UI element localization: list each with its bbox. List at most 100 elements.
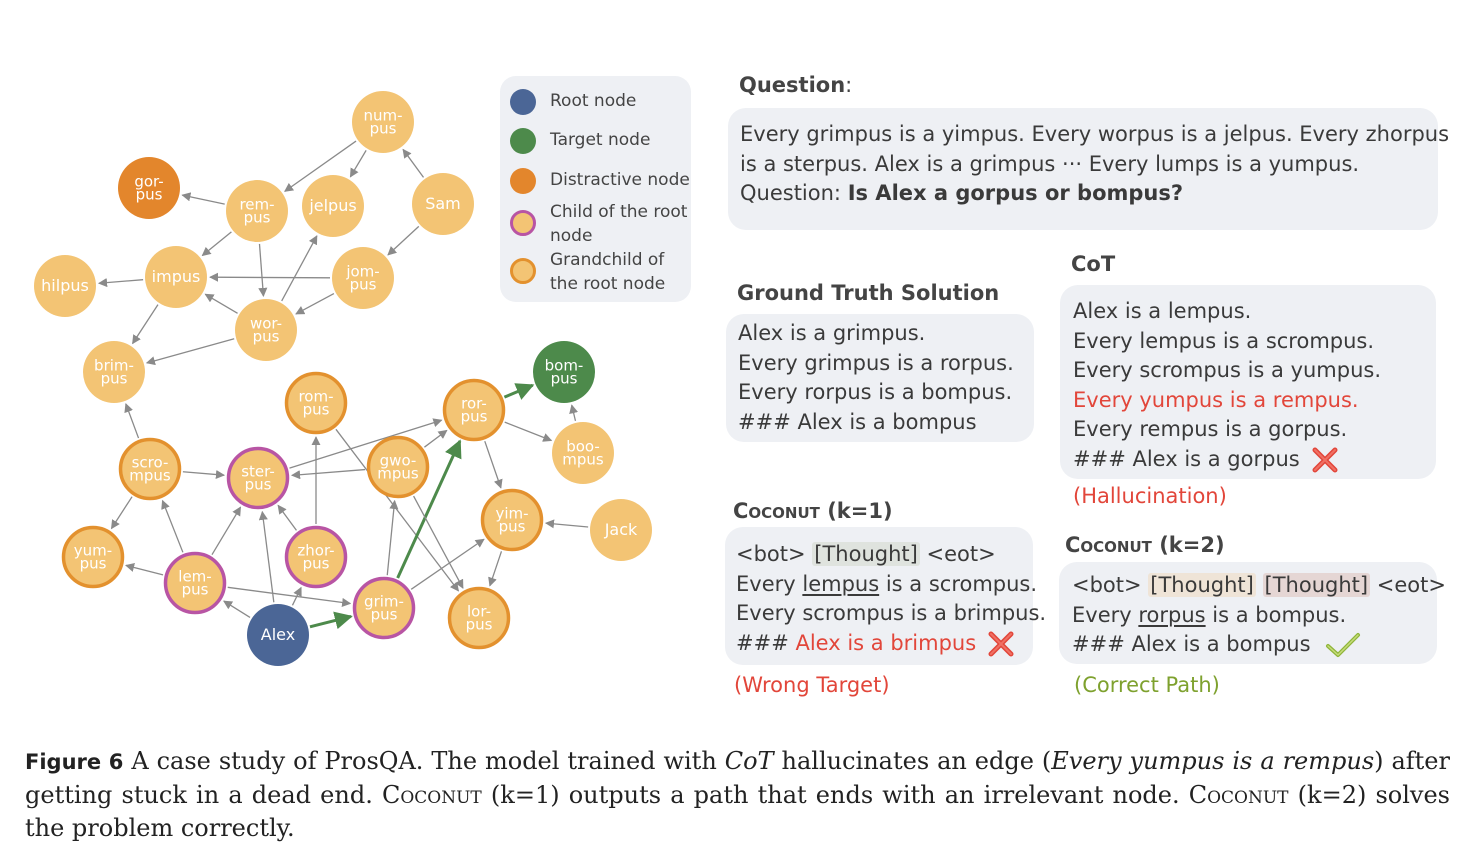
coconut-k2-line: Every rorpus is a bompus. [1072, 602, 1347, 627]
graph-edge [281, 235, 318, 302]
hallucination-note: (Hallucination) [1073, 484, 1227, 508]
graph-node-label: Alex [261, 625, 295, 644]
graph-node-scrompus: scro-mpus [118, 437, 182, 501]
cot-line: Every lempus is a scrompus. [1073, 328, 1375, 353]
wrong-target-note: (Wrong Target) [734, 673, 890, 697]
graph-edge [124, 403, 140, 439]
correct-path-note: (Correct Path) [1074, 673, 1220, 697]
graph-edge [125, 563, 164, 576]
graph-edge [402, 148, 425, 178]
graph-node-alex: Alex [247, 604, 309, 666]
graph-node-impus: impus [145, 246, 207, 308]
question-line: Every grimpus is a yimpus. Every worpus … [740, 122, 1450, 146]
graph-node-bompus: bom-pus [533, 341, 595, 403]
target-node-swatch [510, 128, 536, 154]
graph-node-label: yum-pus [74, 542, 112, 573]
graph-edge [223, 600, 251, 619]
legend-item-grandchild: Grandchild of the root node [510, 248, 690, 296]
graph-node-sterpus: ster-pus [226, 446, 290, 510]
graph-node-label: lem-pus [178, 568, 211, 599]
graph-node-label: bom-pus [545, 357, 584, 388]
graph-edge [258, 243, 268, 298]
graph-node-jompus: jom-pus [332, 247, 394, 309]
graph-edge [277, 504, 297, 531]
legend-label: Root node [550, 91, 637, 111]
solution-line: ### Alex is a bompus [738, 409, 977, 434]
graph-node-label: zhor-pus [297, 542, 334, 573]
graph-edge [110, 496, 133, 530]
graph-node-label: num-pus [363, 107, 402, 138]
legend-item-distractive: Distractive node [510, 168, 690, 194]
graph-legend: Root node Target node Distractive node C… [500, 76, 691, 302]
graph-node-rempus: rem-pus [226, 180, 288, 242]
coconut-k1-line: <bot> [Thought] <eot> [736, 542, 996, 566]
coconut-k1-line: Every lempus is a scrompus. [736, 571, 1038, 596]
graph-node-grimpus: grim-pus [352, 576, 416, 640]
legend-item-child: Child of the root node [510, 200, 690, 248]
graph-node-lempus: lem-pus [163, 551, 227, 615]
coconut-k1-line: Every scrompus is a brimpus. [736, 601, 1047, 626]
graph-node-hilpus: hilpus [34, 255, 96, 317]
graph-node-gorpus: gor-pus [118, 157, 180, 219]
graph-edge [258, 510, 275, 603]
graph-node-label: impus [152, 267, 201, 286]
coconut-k2-heading: Coconut (k=2) [1065, 533, 1225, 557]
legend-item-root: Root node [510, 89, 690, 115]
legend-item-target: Target node [510, 128, 690, 154]
graph-node-yimpus: yim-pus [480, 488, 544, 552]
graph-edge [410, 538, 485, 590]
coconut-k1-heading: Coconut (k=1) [733, 499, 893, 523]
prosqa-graph: num-pus gor-pus rem-pus jelpus Sam hilpus impu… [34, 91, 652, 666]
hallucinated-line: Every yumpus is a rempus. [1073, 387, 1359, 412]
graph-node-label: jelpus [308, 196, 356, 215]
graph-edge [201, 231, 232, 257]
cot-box: Alex is a lempus. Every lempus is a scro… [1060, 285, 1436, 479]
graph-node-worpus: wor-pus [235, 299, 297, 361]
graph-node-label: brim-pus [94, 357, 134, 388]
graph-edge [569, 404, 579, 422]
coconut-k2-box: <bot> [Thought] [Thought] <eot> Every ro… [1059, 562, 1446, 664]
thought-token: [Thought] [1148, 573, 1256, 597]
figure-caption: Figure 6 A case study of ProsQA. The mod… [25, 747, 1450, 842]
graph-node-boompus: boo-mpus [552, 422, 614, 484]
graph-edge [504, 421, 553, 442]
graph-node-jack: Jack [590, 499, 652, 561]
graph-edge [145, 338, 235, 366]
graph-edge [387, 225, 420, 256]
graph-node-lorpus: lor-pus [447, 586, 511, 650]
ground-truth-box: Alex is a grimpus. Every grimpus is a ro… [726, 314, 1034, 442]
graph-edge [386, 499, 399, 576]
graph-node-label: rom-pus [298, 388, 333, 419]
graph-node-gwompus: gwo-mpus [366, 435, 430, 499]
solution-line: Every grimpus is a rorpus. [738, 350, 1014, 375]
question-box: Every grimpus is a yimpus. Every worpus … [728, 108, 1450, 230]
graph-node-jelpus: jelpus [302, 175, 364, 237]
graph-edge [182, 469, 226, 480]
graph-edge [161, 499, 184, 553]
graph-node-label: rem-pus [239, 196, 274, 227]
graph-edge [284, 140, 357, 192]
graph-node-label: ror-pus [461, 395, 488, 426]
graph-node-label: gor-pus [134, 173, 163, 204]
graph-edge [488, 551, 503, 587]
legend-label: Child of the root node [550, 202, 688, 246]
graph-node-label: lor-pus [466, 603, 493, 634]
cot-line: Alex is a lempus. [1073, 299, 1252, 323]
child-node-swatch [510, 210, 536, 236]
graph-node-label: jom-pus [345, 263, 379, 294]
cot-line: Every rempus is a gorpus. [1073, 417, 1348, 442]
graph-edge [204, 293, 238, 314]
graph-edge [181, 192, 225, 205]
solution-line: Alex is a grimpus. [738, 321, 926, 345]
legend-label: Target node [550, 130, 651, 150]
graph-edge [132, 304, 159, 345]
graph-node-label: gwo-mpus [377, 452, 419, 483]
cot-line: Every scrompus is a yumpus. [1073, 358, 1382, 383]
graph-node-brimpus: brim-pus [83, 341, 145, 403]
graph-edge [97, 278, 144, 288]
graph-edge [289, 418, 443, 469]
cot-answer-line: ### Alex is a gorpus [1073, 445, 1423, 475]
solution-path-edge [309, 611, 353, 630]
graph-node-label: Sam [425, 194, 461, 213]
graph-node-label: wor-pus [250, 315, 282, 346]
